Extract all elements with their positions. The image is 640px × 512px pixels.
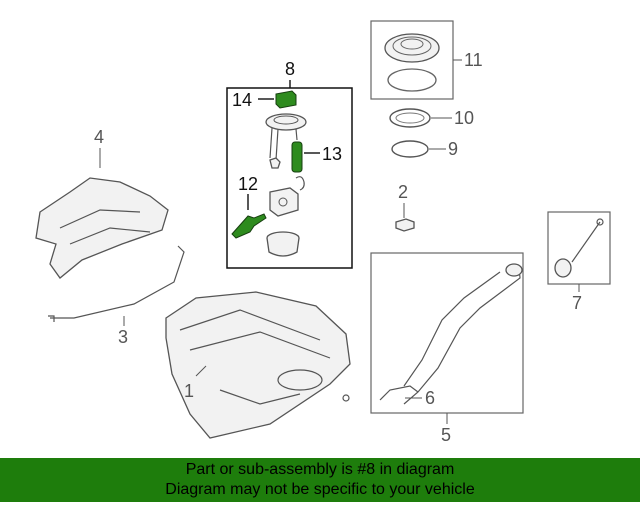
callout-8: 8	[285, 59, 295, 79]
callout-13: 13	[322, 144, 342, 164]
callout-5: 5	[441, 425, 451, 445]
banner-line-1: Part or sub-assembly is #8 in diagram	[185, 461, 455, 478]
part-10-lock-ring[interactable]	[389, 108, 431, 128]
callout-4: 4	[94, 127, 104, 147]
part-8-fuel-pump-assembly[interactable]	[226, 87, 353, 269]
callout-14: 14	[232, 90, 252, 110]
part-5-filler-neck[interactable]	[370, 252, 524, 414]
part-3-tank-strap[interactable]	[48, 245, 185, 322]
part-4-heat-shield[interactable]	[35, 177, 169, 279]
part-11-cover-plate[interactable]	[370, 20, 454, 100]
callout-11: 11	[464, 50, 483, 70]
part-1-fuel-tank[interactable]	[165, 291, 351, 439]
callout-3: 3	[118, 327, 128, 347]
diagram-canvas: 11 10 9 2 8	[35, 20, 611, 445]
callout-1: 1	[184, 381, 194, 401]
info-banner: Part or sub-assembly is #8 in diagram Di…	[0, 458, 640, 502]
callout-7: 7	[572, 293, 582, 313]
callout-9: 9	[448, 139, 458, 159]
callout-12: 12	[238, 174, 258, 194]
callout-2: 2	[398, 182, 408, 202]
part-9-gasket[interactable]	[391, 140, 429, 158]
callout-6: 6	[425, 388, 435, 408]
callout-10: 10	[454, 108, 474, 128]
part-2-clip[interactable]	[395, 218, 415, 232]
banner-line-2: Diagram may not be specific to your vehi…	[165, 481, 475, 498]
part-7-fuel-cap[interactable]	[547, 211, 611, 285]
